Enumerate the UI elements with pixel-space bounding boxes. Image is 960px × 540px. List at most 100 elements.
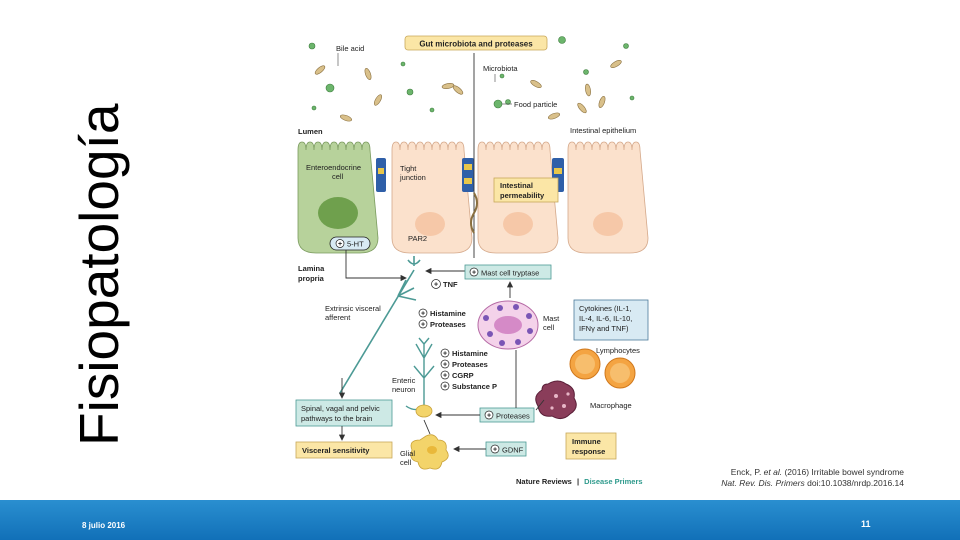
par2-receptor-icon xyxy=(407,256,421,266)
macrophage-proteases-label: Proteases xyxy=(496,412,530,421)
food-particle-icon xyxy=(505,99,511,105)
food-particle-icon xyxy=(623,43,629,49)
cgrp-label: CGRP xyxy=(452,371,474,380)
macrophage-label: Macrophage xyxy=(590,401,632,410)
food-particle-icon xyxy=(629,95,635,101)
neuron-mediators: + + + + xyxy=(440,348,450,391)
slide-footer-bar xyxy=(0,500,960,540)
enteric-neuron-label-1: Enteric xyxy=(392,376,416,385)
gdnf-label: GDNF xyxy=(502,446,524,455)
svg-text:+: + xyxy=(338,241,342,248)
glial-label-1: Glial xyxy=(400,449,415,458)
immune-response-box xyxy=(565,432,617,460)
mast-tryptase-label: Mast cell tryptase xyxy=(481,269,539,278)
cytokines-label-2: IL-4, IL-6, IL-10, xyxy=(579,314,632,323)
proteases-label: Proteases xyxy=(430,320,466,329)
plus-icon xyxy=(469,267,479,277)
bacterium-icon xyxy=(547,112,561,120)
bacterium-icon xyxy=(598,95,606,109)
immune-label-1: Immune xyxy=(572,437,601,446)
food-particle-icon xyxy=(493,99,503,109)
immune-label-2: response xyxy=(572,447,605,456)
spinal-label-2: pathways to the brain xyxy=(301,414,372,423)
enteric-neuron-icon xyxy=(405,337,435,411)
food-particle-icon xyxy=(583,69,589,75)
mast-cell-label-1: Mast xyxy=(543,314,560,323)
food-particle-icon xyxy=(308,42,316,50)
source-credit: Nature Reviews | Disease Primers xyxy=(516,477,643,486)
lumen-label: Lumen xyxy=(298,127,323,136)
source-separator: | xyxy=(577,477,579,486)
cytokines-box xyxy=(573,299,649,341)
citation-line-2: Nat. Rev. Dis. Primers doi:10.1038/nrdp.… xyxy=(660,478,904,489)
slide-title: Fisiopatología xyxy=(70,90,130,450)
food-particle-icon xyxy=(406,88,414,96)
svg-text:+: + xyxy=(421,322,425,329)
pathophysiology-diagram: Gut microbiota and proteases xyxy=(290,28,665,493)
par2-label: PAR2 xyxy=(408,234,427,243)
lamina-label-2: propria xyxy=(298,274,325,283)
food-particle-icon xyxy=(400,61,406,67)
bacterium-icon xyxy=(530,80,542,88)
svg-text:+: + xyxy=(443,351,447,358)
svg-text:+: + xyxy=(472,270,476,277)
bacterium-icon xyxy=(610,60,622,68)
plus-icon xyxy=(431,279,441,289)
spinal-pathways-box xyxy=(295,399,393,427)
plus-icon xyxy=(335,239,345,248)
svg-text:+: + xyxy=(493,447,497,454)
neuron-proteases-label: Proteases xyxy=(452,360,488,369)
intestinal-epithelium-label: Intestinal epithelium xyxy=(570,126,636,135)
bacterium-icon xyxy=(441,83,455,89)
mast-cell-icon xyxy=(477,300,539,350)
lymphocytes-label: Lymphocytes xyxy=(596,346,640,355)
tight-junction-label-1: Tight xyxy=(400,164,417,173)
tight-junction-label-2: junction xyxy=(399,173,426,182)
extrinsic-label-1: Extrinsic visceral xyxy=(325,304,381,313)
visceral-label: Visceral sensitivity xyxy=(302,446,370,455)
citation-doi: doi:10.1038/nrdp.2016.14 xyxy=(804,478,904,488)
source-journal: Nature Reviews xyxy=(516,477,572,486)
lamina-label-1: Lamina xyxy=(298,264,325,273)
bacterium-icon xyxy=(374,94,382,106)
food-particle-icon xyxy=(311,105,317,111)
visceral-sensitivity-box xyxy=(295,441,393,459)
figure-citation: Enck, P. et al. (2016) Irritable bowel s… xyxy=(660,467,904,489)
microbiota-label: Microbiota xyxy=(483,64,518,73)
permeability-label-1: Intestinal xyxy=(500,181,533,190)
food-particle-icon xyxy=(429,107,435,113)
enteroendocrine-label-1: Enteroendocrine xyxy=(306,163,361,172)
bacterium-icon xyxy=(452,85,464,95)
cytokines-label-3: IFNγ and TNF) xyxy=(579,324,629,333)
microbiota-header-box xyxy=(404,35,548,51)
serotonin-label: 5-HT xyxy=(347,240,364,249)
permeability-label-2: permeability xyxy=(500,191,545,200)
mast-cell-tryptase-box xyxy=(464,264,552,280)
food-particle-icon xyxy=(558,36,566,44)
citation-year-title: (2016) Irritable bowel syndrome xyxy=(782,467,904,477)
citation-line-1: Enck, P. et al. (2016) Irritable bowel s… xyxy=(660,467,904,478)
plus-icon xyxy=(418,319,428,329)
enteric-neuron-label-2: neuron xyxy=(392,385,415,394)
footer-date: 8 julio 2016 xyxy=(82,521,126,530)
intestinal-permeability-box xyxy=(493,177,559,203)
epithelial-cell xyxy=(567,141,649,254)
bacterium-icon xyxy=(585,83,591,97)
spinal-label-1: Spinal, vagal and pelvic xyxy=(301,404,380,413)
slide-title-text: Fisiopatología xyxy=(70,103,130,446)
citation-journal: Nat. Rev. Dis. Primers xyxy=(721,478,805,488)
plus-icon xyxy=(418,308,428,318)
svg-text:+: + xyxy=(443,362,447,369)
bile-acid-label: Bile acid xyxy=(336,44,364,53)
enteroendocrine-label-2: cell xyxy=(332,172,344,181)
svg-text:+: + xyxy=(443,373,447,380)
source-series: Disease Primers xyxy=(584,477,642,486)
food-particle-label: Food particle xyxy=(514,100,557,109)
bacterium-icon xyxy=(364,67,372,81)
tight-junction-icon xyxy=(376,158,564,192)
mast-cell-label-2: cell xyxy=(543,323,555,332)
slide-number: 11 xyxy=(861,519,871,529)
food-particle-icon xyxy=(499,73,505,79)
extrinsic-label-2: afferent xyxy=(325,313,351,322)
bacterium-icon xyxy=(314,65,326,75)
